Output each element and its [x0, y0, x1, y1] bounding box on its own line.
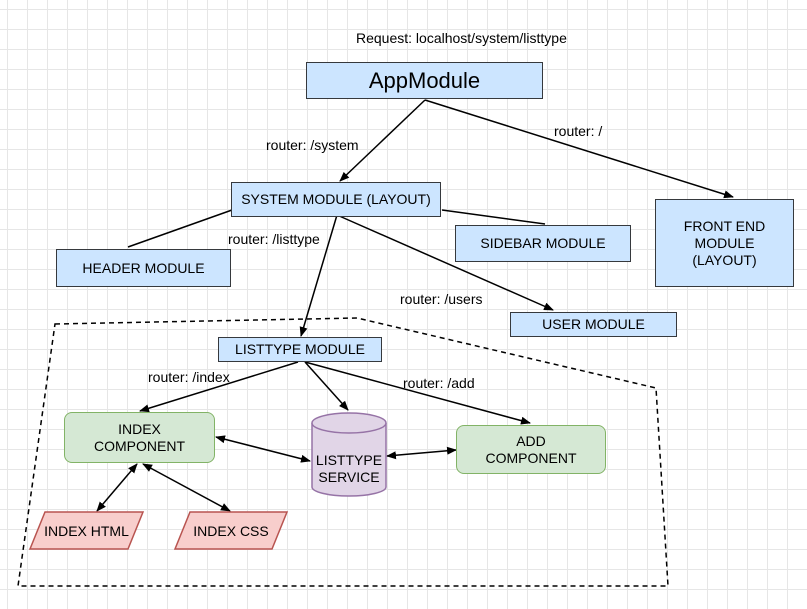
listtype-module-node[interactable]: LISTTYPE MODULE	[218, 337, 382, 362]
edge-label-listtype: router: /listtype	[228, 231, 320, 247]
add-component-label-line-2: COMPONENT	[485, 449, 577, 466]
edge-system-to-sidebar	[441, 209, 546, 225]
front-end-module-node[interactable]: FRONT END MODULE (LAYOUT)	[655, 199, 794, 287]
edge-app-to-frontend	[424, 99, 734, 199]
index-html-shape	[28, 511, 145, 550]
index-css-shape	[173, 511, 289, 550]
edge-label-users: router: /users	[400, 291, 483, 307]
index-component-label-line-1: INDEX	[118, 420, 161, 437]
system-module-label: SYSTEM MODULE (LAYOUT)	[241, 191, 431, 207]
listtype-module-label: LISTTYPE MODULE	[235, 341, 365, 357]
edge-index-css	[142, 463, 231, 512]
app-module-label: AppModule	[368, 68, 481, 93]
edge-system-to-listtype	[299, 214, 338, 337]
edge-label-system: router: /system	[266, 137, 359, 153]
header-module-label: HEADER MODULE	[82, 259, 205, 276]
edge-label-add: router: /add	[403, 375, 475, 391]
listtype-service-label-line-2: SERVICE	[318, 469, 380, 485]
header-module-node[interactable]: HEADER MODULE	[56, 249, 231, 287]
user-module-node[interactable]: USER MODULE	[510, 312, 677, 337]
listtype-service-label-line-1: LISTTYPE	[315, 452, 383, 468]
listtype-service-node[interactable]: LISTTYPE SERVICE	[312, 452, 386, 486]
request-label: Request: localhost/system/listtype	[356, 30, 567, 46]
front-end-module-label-line-3: (LAYOUT)	[692, 251, 757, 268]
index-component-node[interactable]: INDEX COMPONENT	[64, 412, 215, 463]
edge-listtype-to-add	[304, 361, 531, 425]
edge-service-add	[386, 446, 457, 460]
edge-label-index: router: /index	[148, 369, 230, 385]
edge-index-service	[215, 435, 311, 463]
app-module-node[interactable]: AppModule	[306, 62, 543, 99]
index-component-label-line-2: COMPONENT	[94, 437, 185, 454]
index-css-node[interactable]: INDEX CSS	[175, 512, 287, 549]
index-html-label: INDEX HTML	[44, 522, 129, 539]
edge-listtype-to-index	[139, 361, 299, 413]
edge-label-root: router: /	[554, 123, 603, 139]
front-end-module-label-line-2: MODULE	[694, 234, 755, 251]
edge-system-to-header	[127, 209, 233, 248]
edge-system-to-user	[336, 214, 554, 311]
index-css-label: INDEX CSS	[193, 522, 269, 539]
edge-app-to-system	[339, 99, 426, 182]
index-html-node[interactable]: INDEX HTML	[30, 512, 143, 549]
user-module-label: USER MODULE	[542, 316, 645, 332]
system-module-node[interactable]: SYSTEM MODULE (LAYOUT)	[231, 182, 441, 217]
edge-listtype-to-service	[304, 361, 349, 411]
listtype-service-cylinder	[311, 412, 387, 497]
add-component-label-line-1: ADD	[516, 432, 546, 449]
sidebar-module-label: SIDEBAR MODULE	[480, 235, 606, 251]
front-end-module-label-line-1: FRONT END	[683, 217, 766, 234]
add-component-node[interactable]: ADD COMPONENT	[456, 425, 606, 474]
sidebar-module-node[interactable]: SIDEBAR MODULE	[455, 225, 631, 262]
edge-index-html	[96, 463, 138, 512]
